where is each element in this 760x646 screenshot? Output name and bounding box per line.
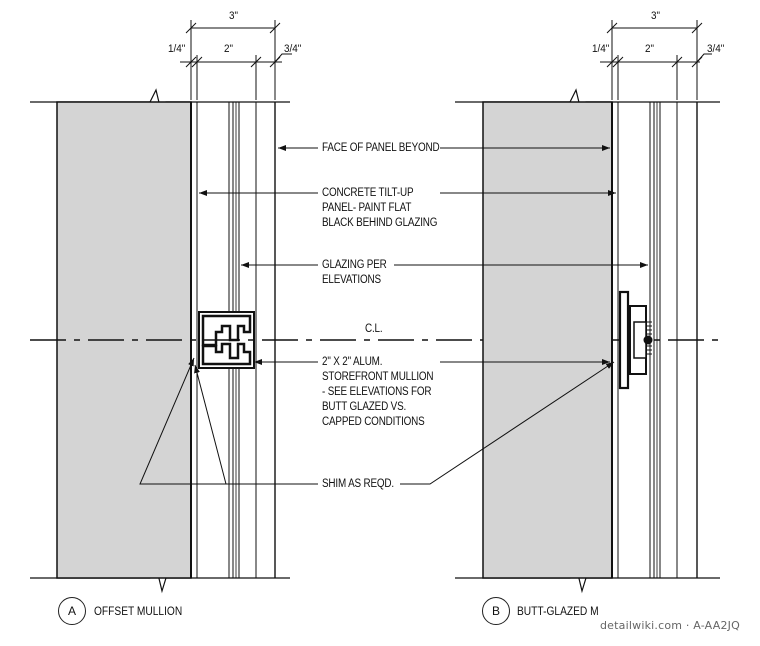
dim-a-middle: 2" (224, 43, 234, 55)
callout-mullion-line-5: CAPPED CONDITIONS (322, 416, 425, 428)
storefront-mullion-b (618, 290, 653, 390)
callout-concrete-line-1: CONCRETE TILT-UP (322, 187, 414, 199)
detail-b-linework (455, 88, 720, 594)
callout-mullion-line-2: STOREFRONT MULLION (322, 371, 434, 383)
dim-b-left: 1/4" (592, 43, 610, 55)
detail-b-bubble: B (482, 597, 510, 625)
detail-a-title: OFFSET MULLION (94, 604, 183, 618)
callout-mullion-line-3: - SEE ELEVATIONS FOR (322, 386, 432, 398)
detail-b-title: BUTT-GLAZED M (517, 604, 599, 618)
callout-mullion-line-1: 2" X 2" ALUM. (322, 356, 383, 368)
callout-face-of-panel: FACE OF PANEL BEYOND (322, 142, 440, 154)
callout-concrete-line-3: BLACK BEHIND GLAZING (322, 217, 438, 229)
callout-glazing-line-2: ELEVATIONS (322, 274, 381, 286)
dim-b-middle: 2" (645, 43, 655, 55)
callout-mullion-line-4: BUTT GLAZED VS. (322, 401, 407, 413)
detail-a-bubble: A (58, 597, 86, 625)
dim-b-overall: 3" (651, 10, 661, 22)
source-credit: detailwiki.com · A-AA2JQ (600, 619, 740, 632)
callout-shim: SHIM AS REQD. (322, 478, 394, 490)
concrete-panel-b (482, 101, 613, 579)
dimensions-b (600, 20, 712, 100)
leader-lines (139, 145, 648, 485)
dimensions-a (180, 20, 292, 100)
dim-b-right: 3/4" (707, 43, 725, 55)
centerline-label: C.L. (365, 323, 383, 335)
dim-a-left: 1/4" (168, 43, 186, 55)
callout-glazing-line-1: GLAZING PER (322, 259, 387, 271)
dim-a-right: 3/4" (284, 43, 302, 55)
dim-a-overall: 3" (229, 10, 239, 22)
callout-concrete-line-2: PANEL- PAINT FLAT (322, 202, 412, 214)
